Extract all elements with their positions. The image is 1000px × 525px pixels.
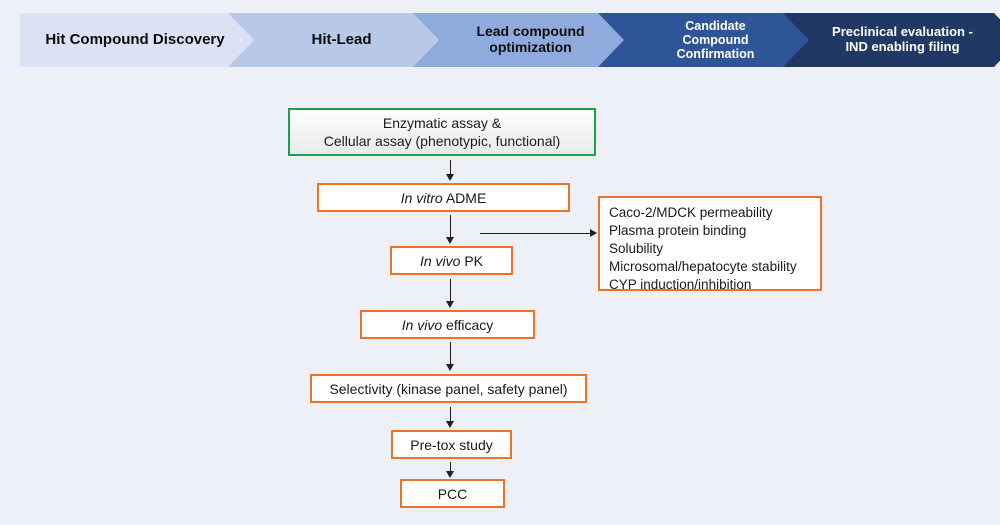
pcc-label: PCC [437,485,468,502]
arrow-enzymatic-to-adme [446,160,455,181]
pcc-box: PCC [400,479,505,508]
stage-preclinical-evaluation: Preclinical evaluation - IND enabling fi… [783,13,1000,67]
arrow-selectivity-to-pretox [446,407,455,428]
stage-label: Hit Compound Discovery [45,30,225,48]
selectivity-label: Selectivity (kinase panel, safety panel) [329,380,568,397]
enzymatic-assay-line2: Cellular assay (phenotypic, functional) [323,133,561,149]
stage-label: Preclinical evaluation - IND enabling fi… [832,24,973,54]
pre-tox-study-box: Pre-tox study [391,430,512,459]
in-vitro-adme-label: In vitro ADME [400,189,487,206]
in-vivo-pk-box: In vivo PK [390,246,513,275]
stage-label: Lead compound optimization [476,23,585,55]
in-vivo-pk-label: In vivo PK [419,252,484,269]
adme-details-box: Caco-2/MDCK permeability Plasma protein … [598,196,822,293]
arrow-adme-to-pk [446,215,455,244]
stage-hit-compound-discovery: Hit Compound Discovery [20,13,268,67]
arrow-pretox-to-pcc [446,462,455,478]
pre-tox-study-label: Pre-tox study [410,436,493,453]
in-vivo-efficacy-label: In vivo efficacy [401,316,494,333]
enzymatic-assay-line1: Enzymatic assay & [382,114,502,131]
adme-detail-item: Plasma protein binding [609,223,747,239]
adme-detail-item: CYP induction/inhibition [609,277,752,293]
enzymatic-assay-box: Enzymatic assay & Cellular assay (phenot… [288,108,596,156]
stage-hit-lead: Hit-Lead [228,13,459,67]
arrow-to-adme-details [480,229,597,238]
in-vitro-adme-box: In vitro ADME [317,183,570,212]
stage-label: Candidate Compound Confirmation [676,19,755,61]
adme-detail-item: Caco-2/MDCK permeability [609,205,773,220]
adme-detail-item: Microsomal/hepatocyte stability [609,259,797,275]
arrow-pk-to-efficacy [446,279,455,308]
in-vivo-efficacy-box: In vivo efficacy [360,310,535,339]
adme-detail-item: Solubility [609,241,664,257]
selectivity-box: Selectivity (kinase panel, safety panel) [310,374,587,403]
stage-label: Hit-Lead [311,30,372,48]
arrow-efficacy-to-selectivity [446,342,455,371]
